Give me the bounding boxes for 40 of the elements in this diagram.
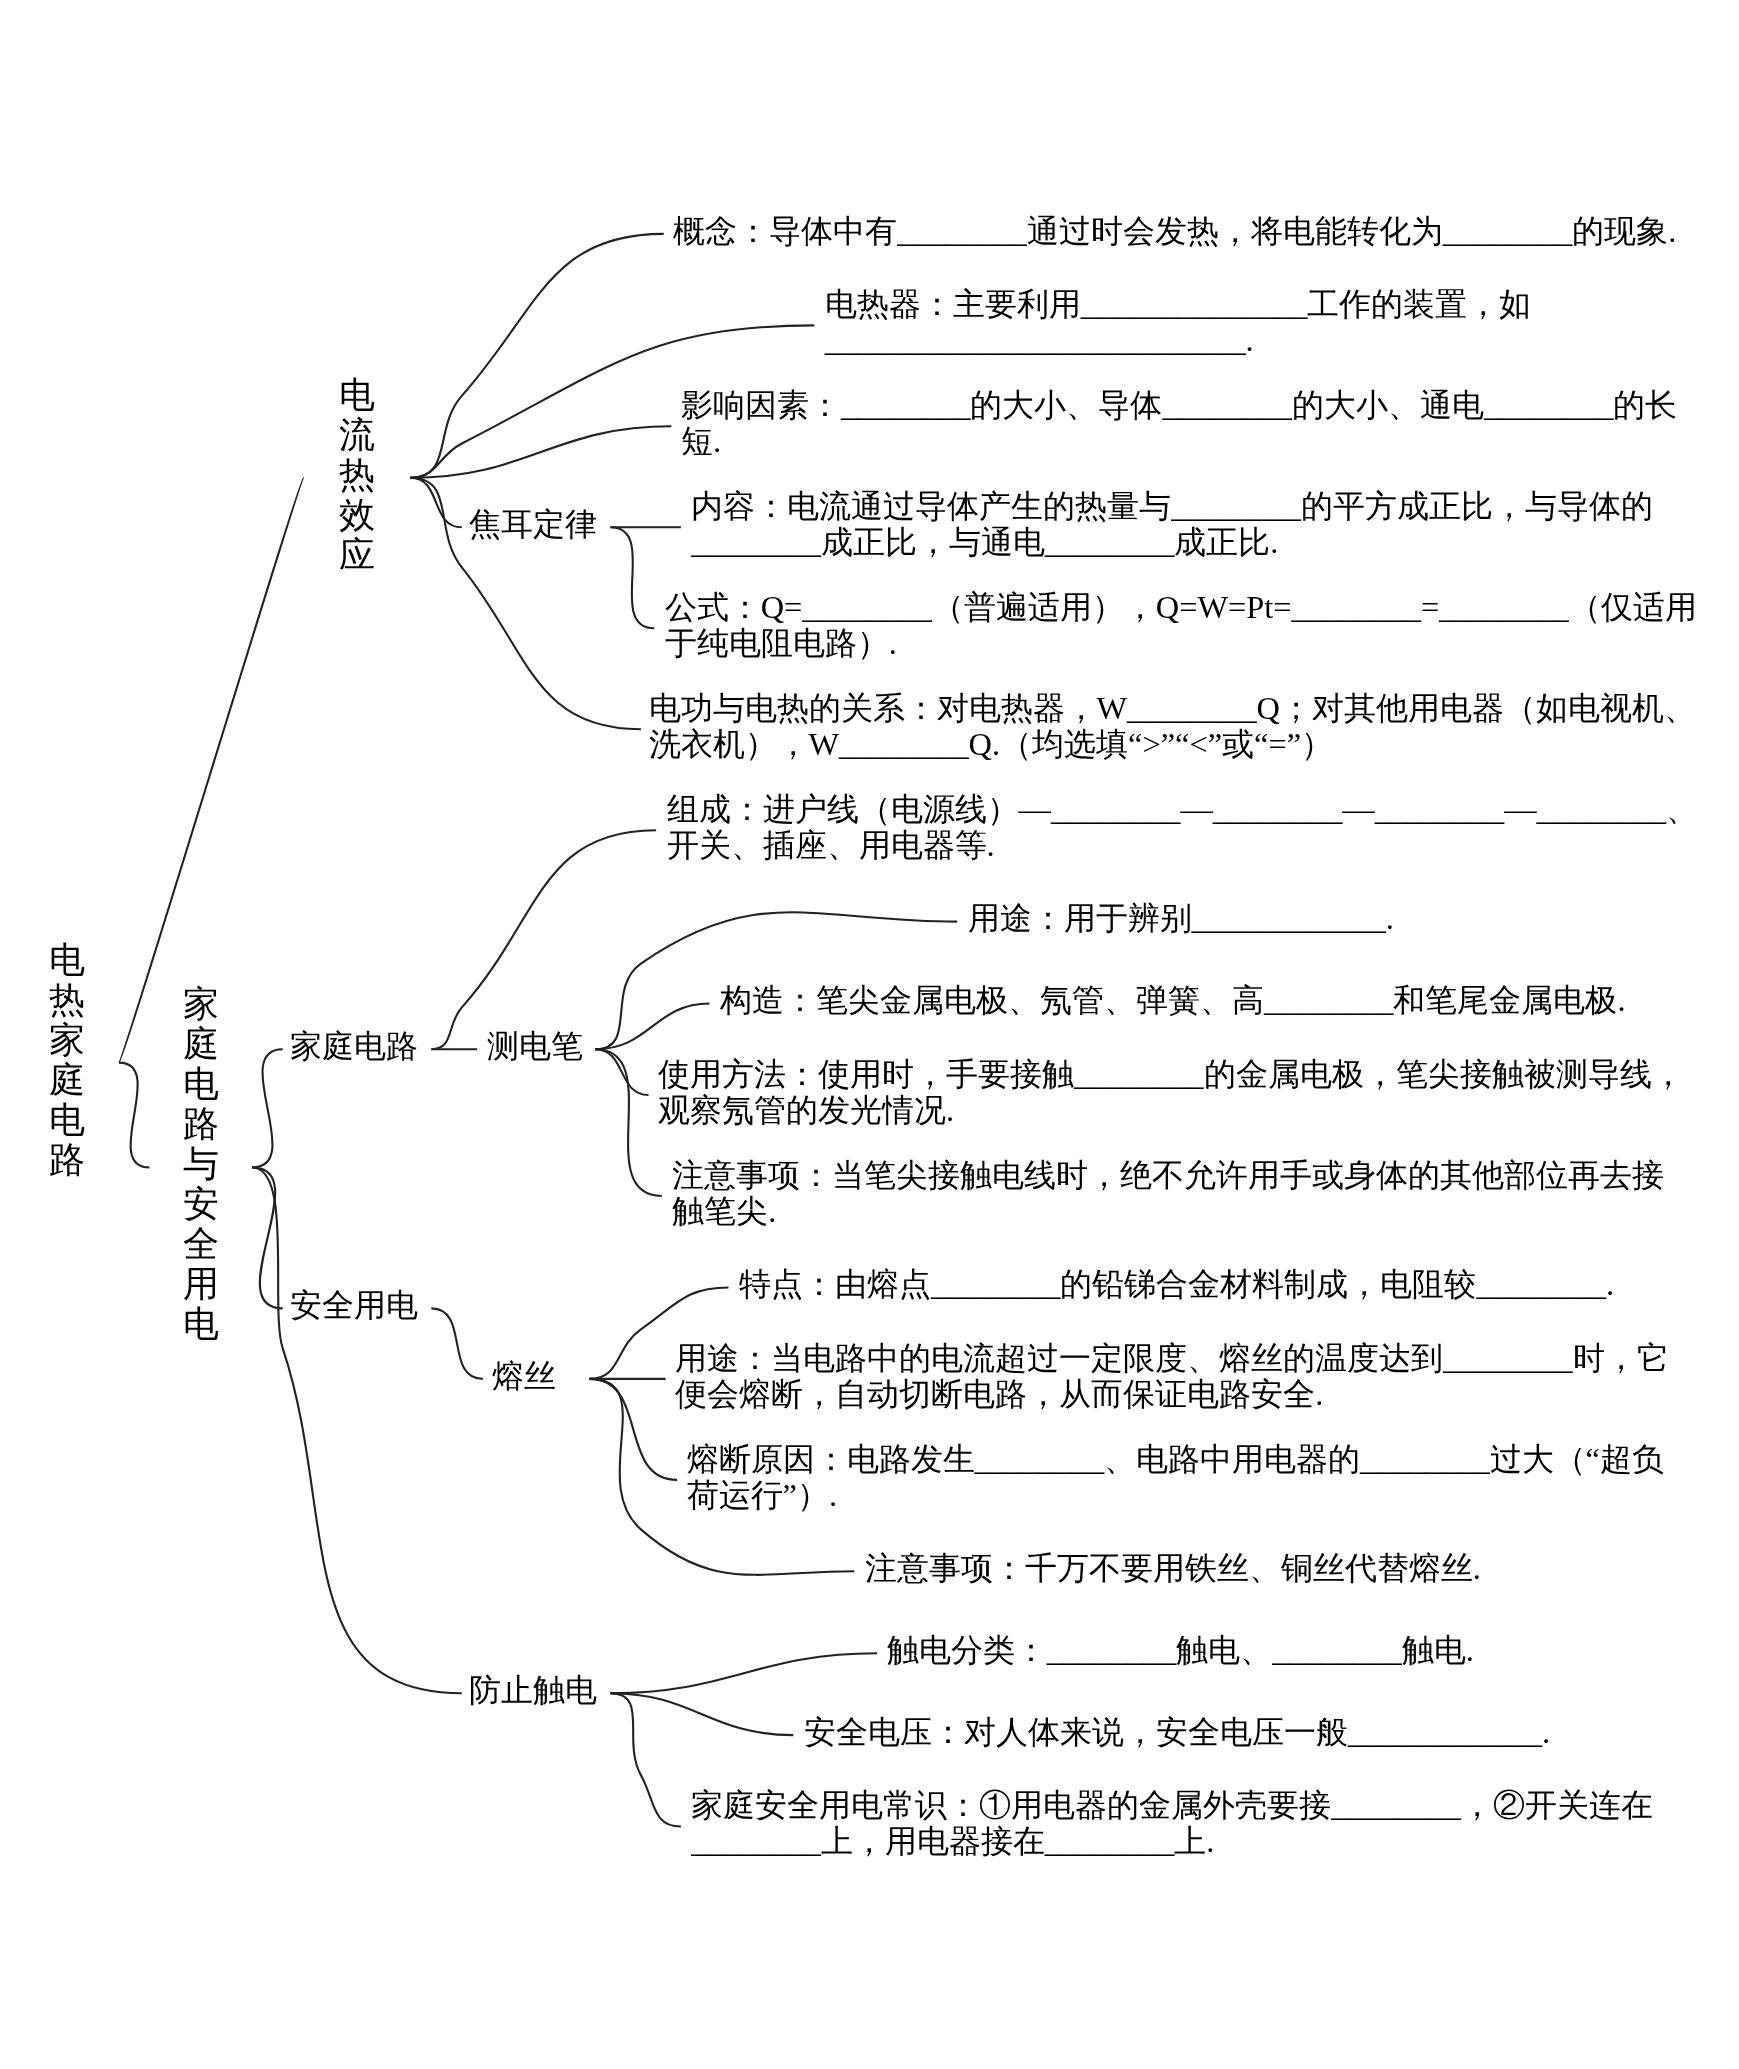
node-text: 安全电压：对人体来说，安全电压一般____________. bbox=[803, 1713, 1551, 1750]
node-text: 内容：电流通过导体产生的热量与________的平方成正比，与导体的________成正比，与通电________成正比. bbox=[691, 487, 1653, 560]
node-text: 家庭安全用电常识：①用电器的金属外壳要接________，②开关连在________上，用电器接在________上. bbox=[691, 1786, 1653, 1859]
node-text: 概念：导体中有________通过时会发热，将电能转化为________的现象. bbox=[673, 212, 1677, 249]
node-text: 使用方法：使用时，手要接触________的金属电极，笔尖接触被测导线，观察氖管的发光情况. bbox=[658, 1055, 1684, 1128]
node-text: 测电笔 bbox=[486, 1027, 583, 1064]
node-text: 焦耳定律 bbox=[469, 505, 598, 542]
connector bbox=[431, 828, 657, 1050]
connector bbox=[589, 1377, 855, 1576]
node-text: 注意事项：当笔尖接触电线时，绝不允许用手或身体的其他部位再去接触笔尖. bbox=[672, 1156, 1665, 1229]
node-text: 熔丝 bbox=[492, 1357, 557, 1394]
node-text: 家庭电路与安全用电 bbox=[182, 983, 219, 1344]
node-text: 影响因素：________的大小、导体________的大小、通电________的长短. bbox=[680, 386, 1678, 459]
node-text: 安全用电 bbox=[290, 1286, 419, 1323]
connector bbox=[431, 1306, 483, 1380]
connector bbox=[610, 525, 655, 629]
node-text: 特点：由熔点________的铅锑合金材料制成，电阻较________. bbox=[739, 1265, 1615, 1302]
connector bbox=[431, 1047, 478, 1050]
node-text: 触电分类：________触电、________触电. bbox=[886, 1631, 1474, 1668]
node-text: 家庭电路 bbox=[290, 1027, 419, 1064]
node-text: 电流热效应 bbox=[339, 374, 376, 575]
connector bbox=[410, 476, 641, 730]
node-text: 用途：当电路中的电流超过一定限度、熔丝的温度达到________时，它便会熔断，自动切断电路，从而保证电路安全. bbox=[675, 1339, 1669, 1412]
node-text: 组成：进户线（电源线）—________—________—________—________、开关、插座、用电器等. bbox=[666, 790, 1699, 863]
connector bbox=[251, 1165, 462, 1694]
connector bbox=[410, 232, 664, 479]
node-text: 电热家庭电路 bbox=[49, 939, 86, 1180]
connector bbox=[595, 1047, 649, 1096]
node-text: 构造：笔尖金属电极、氖管、弹簧、高________和笔尾金属电极. bbox=[719, 981, 1626, 1018]
node-text: 注意事项：千万不要用铁丝、铜丝代替熔丝. bbox=[864, 1549, 1481, 1586]
node-text: 电功与电热的关系：对电热器，W________Q；对其他用电器（如电视机、洗衣机），W________Q.（均选填“>”“<”或“=”） bbox=[648, 689, 1696, 762]
node-text: 用途：用于辨别____________. bbox=[967, 899, 1394, 936]
node-text: 电热器：主要利用______________工作的装置，如__________________________. bbox=[824, 285, 1532, 358]
node-text: 熔断原因：电路发生________、电路中用电器的________过大（“超负荷运行”）. bbox=[686, 1440, 1664, 1513]
connector bbox=[117, 476, 305, 1063]
connector bbox=[594, 1047, 663, 1197]
node-text: 公式：Q=________（普遍适用），Q=W=Pt=________=________（仅适用于纯电阻电路）. bbox=[664, 588, 1697, 661]
connector bbox=[610, 1691, 681, 1828]
node-text: 防止触电 bbox=[469, 1671, 598, 1708]
connector bbox=[252, 1047, 283, 1168]
